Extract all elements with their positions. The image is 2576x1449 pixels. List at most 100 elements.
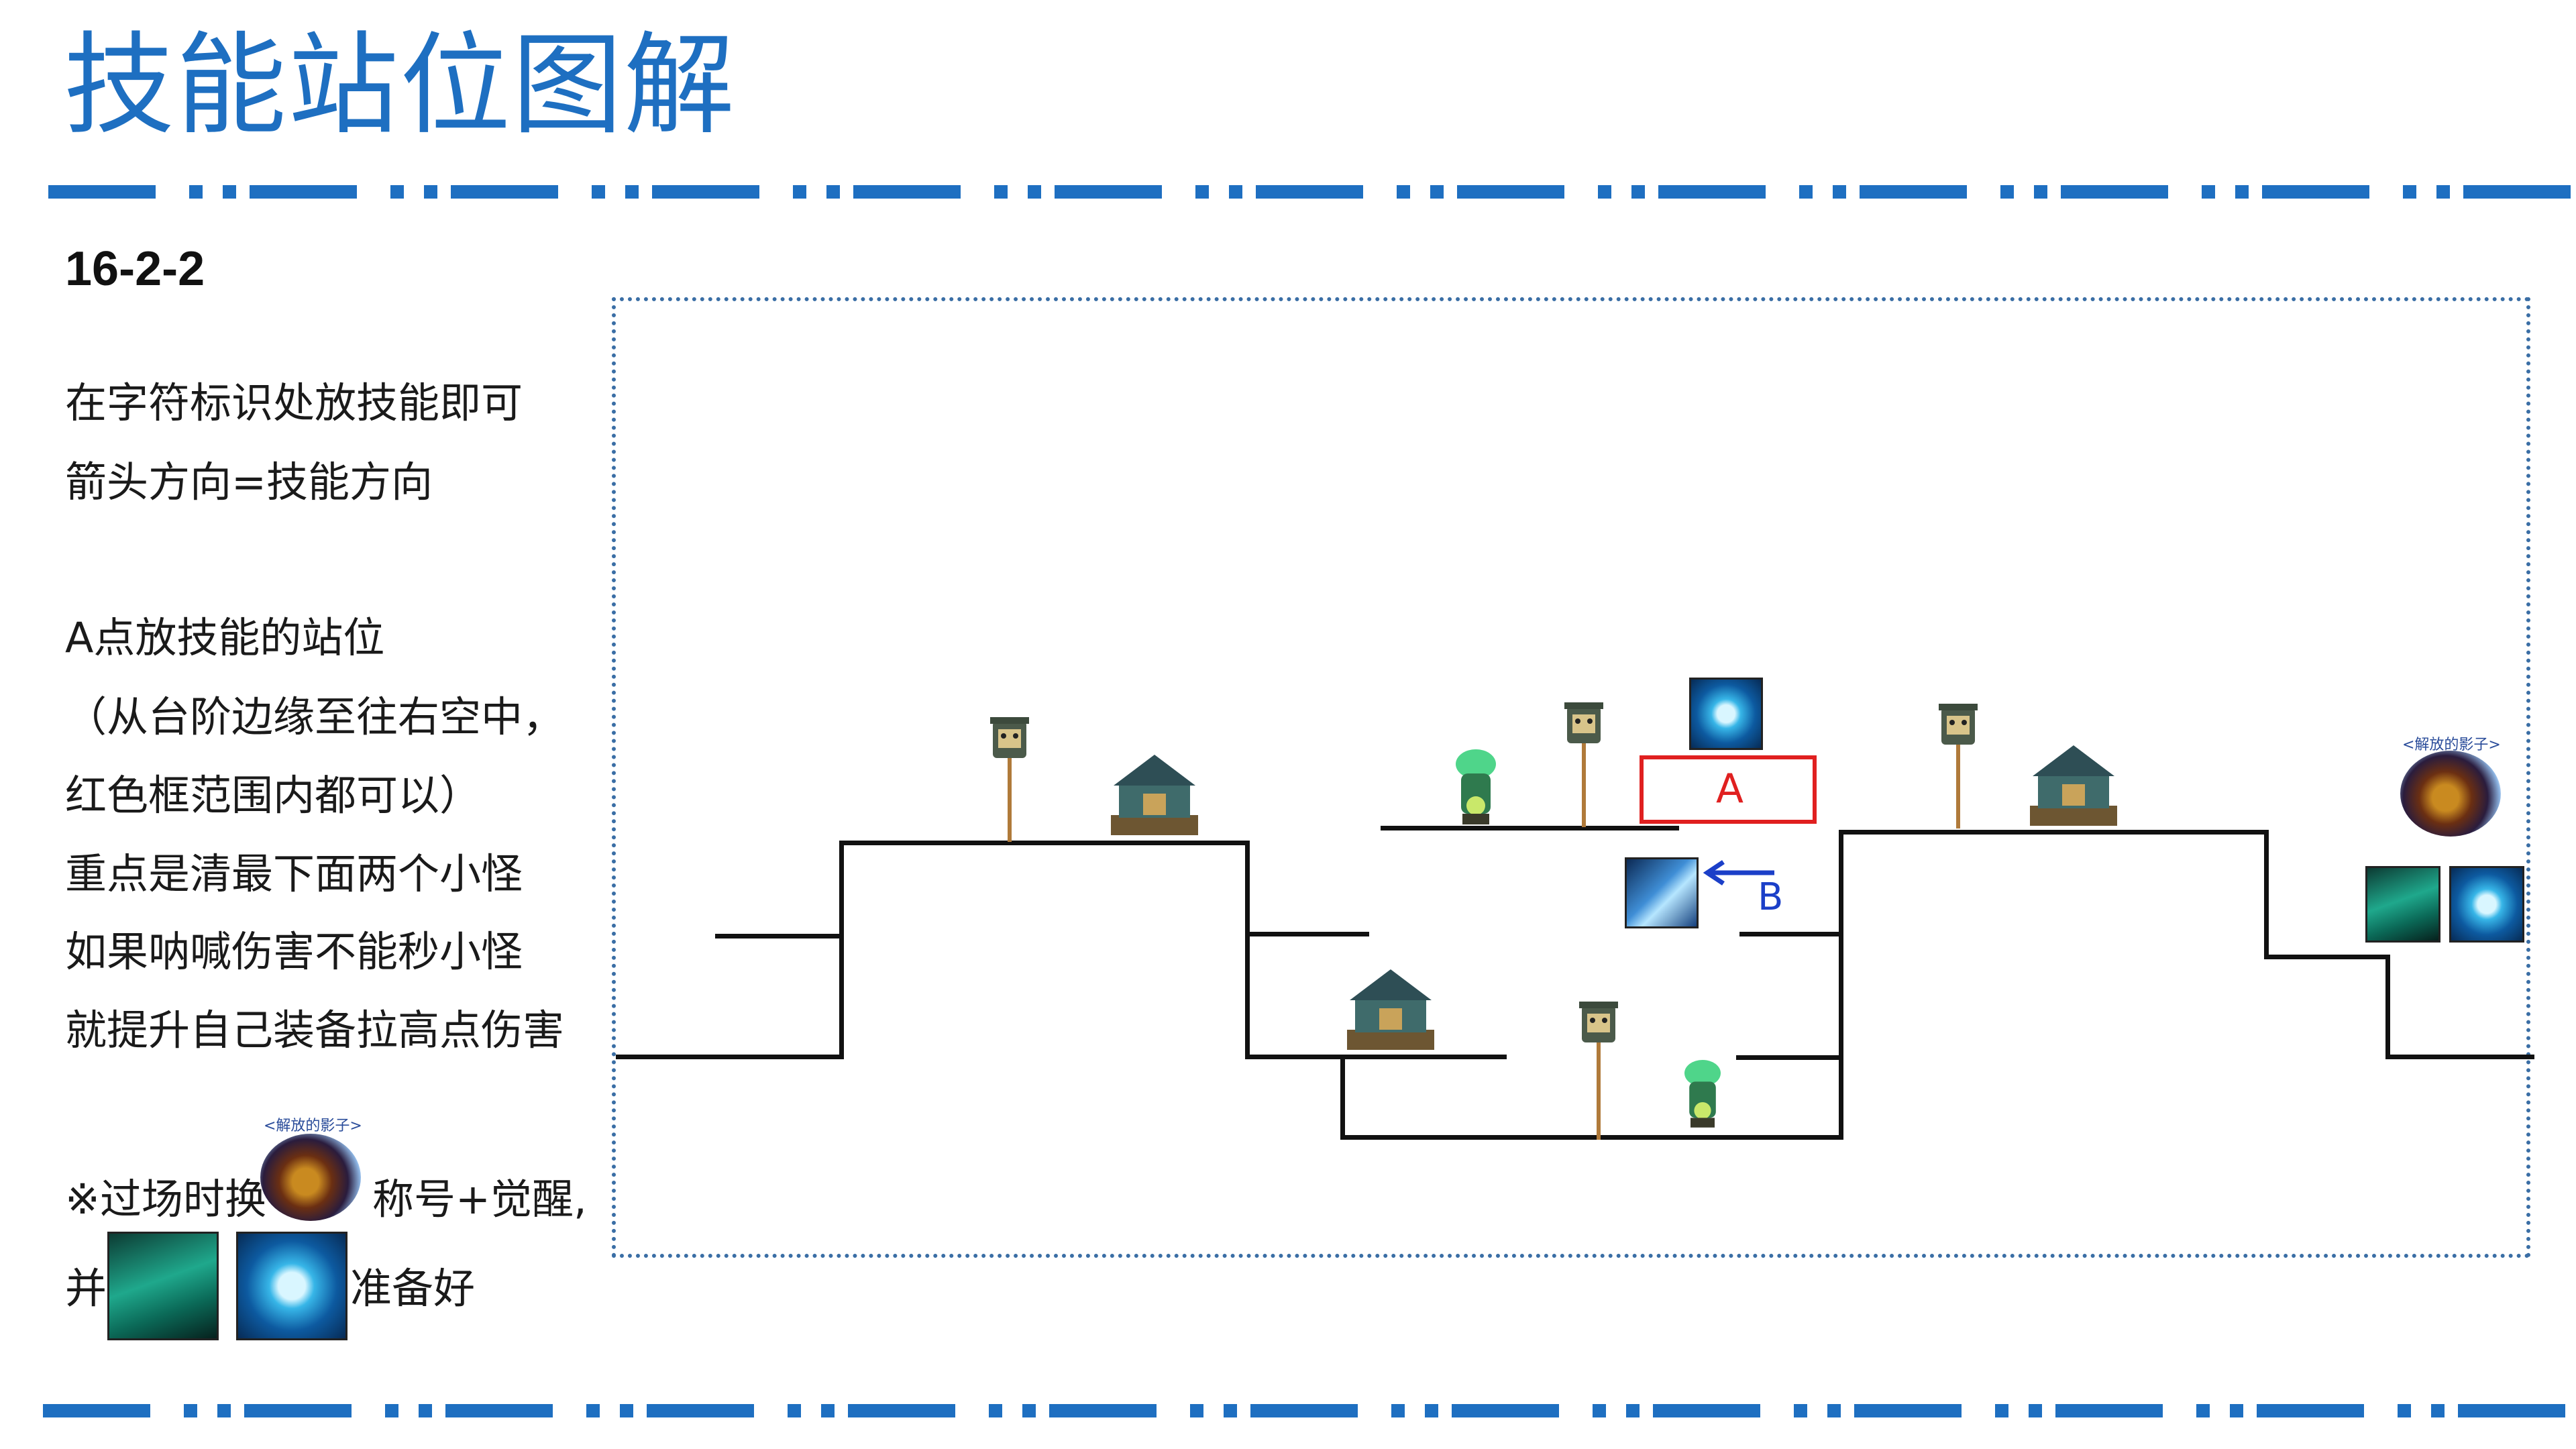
platform-wall	[1839, 831, 1843, 1140]
divider-segment	[2061, 185, 2168, 199]
divider-segment	[652, 185, 759, 199]
point-a-label: A	[1716, 765, 1744, 812]
divider-segment	[2257, 1404, 2364, 1417]
note-line-3: A点放技能的站位	[65, 613, 385, 662]
divider-segment	[2463, 185, 2571, 199]
divider-segment	[788, 1404, 801, 1417]
divider-segment	[250, 185, 357, 199]
divider-segment	[184, 1404, 197, 1417]
swirl-skill-icon	[2449, 866, 2524, 943]
divider-segment	[1022, 1404, 1036, 1417]
divider-segment	[1250, 1404, 1358, 1417]
platform-ledge-left	[715, 934, 839, 938]
divider-segment	[2235, 185, 2249, 199]
divider-segment	[1658, 185, 1766, 199]
figure-skill-icon	[2365, 866, 2440, 943]
note-line-7: 如果呐喊伤害不能秒小怪	[65, 927, 523, 976]
platform-wall	[2385, 955, 2390, 1059]
swirl-skill-icon	[1689, 678, 1763, 750]
tip-prefix: ※过场时换	[65, 1175, 266, 1224]
platform-top-right	[1839, 830, 2268, 835]
divider-segment	[1391, 1404, 1405, 1417]
platform-pit-floor	[1340, 1135, 1843, 1140]
divider-segment	[620, 1404, 633, 1417]
divider-segment	[2458, 1404, 2565, 1417]
divider-segment	[1049, 1404, 1157, 1417]
title-badge-label: <解放的影子>	[2402, 737, 2501, 753]
title-portrait-icon	[2400, 751, 2501, 837]
divider-segment	[1799, 185, 1813, 199]
green-lantern-icon	[1456, 749, 1496, 824]
stage-map: A B <解放的影子>	[612, 297, 2534, 1258]
divider-segment	[1430, 185, 1444, 199]
divider-segment	[1794, 1404, 1807, 1417]
divider-segment	[1833, 185, 1846, 199]
page-title: 技能站位图解	[64, 21, 736, 150]
divider-segment	[625, 185, 639, 199]
divider-segment	[385, 1404, 398, 1417]
divider-segment	[2202, 185, 2215, 199]
divider-segment	[1229, 185, 1242, 199]
swirl-skill-icon	[236, 1232, 347, 1340]
note-line-6: 重点是清最下面两个小怪	[65, 849, 523, 898]
platform-step	[2264, 955, 2390, 959]
platform-upper-mid	[1381, 826, 1679, 830]
shrine-icon	[1111, 755, 1198, 835]
divider-segment	[1457, 185, 1564, 199]
divider-segment	[2431, 1404, 2445, 1417]
divider-segment	[2055, 1404, 2163, 1417]
point-b-label: B	[1758, 875, 1784, 919]
tip-and: 并	[65, 1264, 107, 1313]
divider-segment	[1397, 185, 1410, 199]
note-line-4: （从台阶边缘至往右空中，	[65, 692, 565, 741]
divider-segment	[853, 185, 961, 199]
divider-segment	[2029, 1404, 2042, 1417]
note-line-8: 就提升自己装备拉高点伤害	[65, 1006, 565, 1055]
divider-segment	[1860, 185, 1967, 199]
totem-pole-icon	[1939, 704, 1978, 828]
divider-segment	[2034, 185, 2047, 199]
divider-segment	[1653, 1404, 1760, 1417]
divider-segment	[1452, 1404, 1559, 1417]
divider-segment	[592, 185, 605, 199]
divider-segment	[2403, 185, 2416, 199]
top-divider	[0, 185, 2576, 200]
divider-segment	[223, 185, 236, 199]
platform-wall	[839, 841, 844, 1059]
title-badge-label: <解放的影子>	[264, 1118, 362, 1134]
stage-id: 16-2-2	[65, 242, 205, 296]
divider-segment	[451, 185, 558, 199]
platform-wall	[1340, 1055, 1345, 1140]
shrine-icon	[1347, 969, 1434, 1050]
divider-segment	[848, 1404, 955, 1417]
totem-pole-icon	[1579, 1002, 1618, 1140]
divider-segment	[1854, 1404, 1962, 1417]
divider-segment	[1055, 185, 1162, 199]
tip-mid: 称号+觉醒,	[372, 1175, 587, 1224]
divider-segment	[647, 1404, 754, 1417]
platform-ledge	[1245, 932, 1369, 936]
divider-segment	[994, 185, 1008, 199]
divider-segment	[821, 1404, 835, 1417]
divider-segment	[1631, 185, 1645, 199]
divider-segment	[419, 1404, 432, 1417]
divider-segment	[390, 185, 404, 199]
divider-segment	[2196, 1404, 2210, 1417]
platform-top-left	[839, 841, 1248, 845]
figure-skill-icon	[107, 1232, 219, 1340]
platform-wall	[1245, 841, 1250, 1059]
divider-segment	[1224, 1404, 1237, 1417]
divider-segment	[189, 185, 203, 199]
divider-segment	[1190, 1404, 1203, 1417]
platform-wall	[2264, 830, 2269, 959]
divider-segment	[1195, 185, 1209, 199]
green-lantern-icon	[1684, 1059, 1721, 1128]
divider-segment	[1028, 185, 1041, 199]
shrine-icon	[2030, 745, 2117, 826]
divider-segment	[424, 185, 437, 199]
divider-segment	[989, 1404, 1002, 1417]
divider-segment	[1995, 1404, 2008, 1417]
divider-segment	[1256, 185, 1363, 199]
arrow-left-icon	[1703, 860, 1774, 885]
divider-segment	[586, 1404, 600, 1417]
